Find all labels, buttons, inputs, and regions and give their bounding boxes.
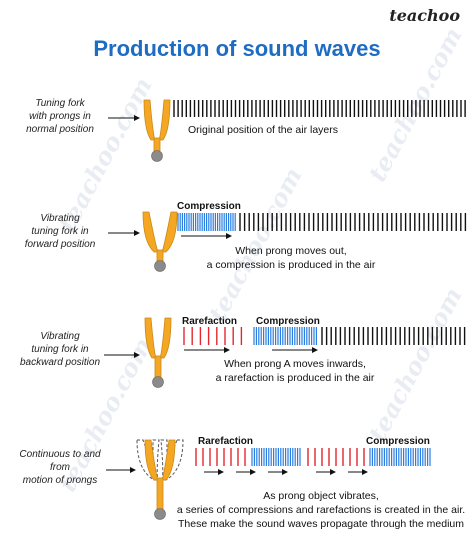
- side-label-line: from: [50, 462, 70, 473]
- side-label-line: Tuning fork: [35, 98, 85, 109]
- motion-arrow-head: [312, 347, 318, 353]
- side-label-line: motion of prongs: [22, 475, 98, 486]
- caption: As prong object vibrates, a series of co…: [176, 489, 466, 531]
- tuning-fork-ghost-prong: [136, 439, 159, 481]
- tuning-fork-base: [154, 508, 166, 520]
- brand-logo: teachoo: [389, 6, 460, 25]
- caption-line: a series of compressions and rarefaction…: [176, 504, 466, 516]
- tuning-fork-prong: [143, 99, 156, 141]
- motion-arrow-head: [362, 469, 368, 475]
- caption-line: a compression is produced in the air: [206, 259, 376, 271]
- tuning-fork-prong: [161, 439, 176, 481]
- tuning-fork-prong: [159, 317, 172, 359]
- tuning-fork-stem: [154, 355, 162, 379]
- side-label-line: tuning fork in: [31, 344, 89, 355]
- tuning-fork-stem: [156, 477, 164, 511]
- side-label-line: Vibrating: [40, 331, 80, 342]
- region-label-rarefaction: Rarefaction: [182, 316, 238, 327]
- tuning-fork-prong: [142, 211, 159, 253]
- side-label-line: forward position: [24, 239, 96, 250]
- tuning-fork-prong: [144, 317, 157, 359]
- side-label-line: Continuous to and: [19, 449, 101, 460]
- motion-arrow-head: [282, 469, 288, 475]
- motion-arrow-head: [250, 469, 256, 475]
- tuning-fork-base: [152, 376, 164, 388]
- tuning-fork-stem: [153, 137, 161, 153]
- side-label-line: with prongs in: [29, 111, 91, 122]
- motion-arrow-head: [330, 469, 336, 475]
- side-label: Tuning fork with prongs in normal positi…: [6, 97, 114, 136]
- side-label-line: tuning fork in: [31, 226, 89, 237]
- caption: When prong A moves inwards, a rarefactio…: [180, 357, 410, 385]
- region-label-rarefaction: Rarefaction: [198, 436, 254, 447]
- side-label-line: Vibrating: [40, 213, 80, 224]
- side-label: Vibrating tuning fork in forward positio…: [6, 212, 114, 251]
- tuning-fork-base: [151, 150, 163, 162]
- caption: When prong moves out, a compression is p…: [176, 244, 406, 272]
- tuning-fork-prong: [161, 211, 178, 253]
- side-label-line: backward position: [19, 357, 101, 368]
- caption-line: Original position of the air layers: [188, 124, 338, 136]
- tuning-fork-base: [154, 260, 166, 272]
- pointer-arrow-head: [134, 115, 140, 121]
- caption-line: As prong object vibrates,: [263, 490, 379, 502]
- caption: Original position of the air layers: [188, 123, 338, 137]
- motion-arrow-head: [218, 469, 224, 475]
- side-label: Continuous to and from motion of prongs: [6, 448, 114, 487]
- region-label-compression: Compression: [177, 201, 241, 212]
- caption-line: These make the sound waves propagate thr…: [177, 518, 464, 530]
- region-label-compression: Compression: [366, 436, 430, 447]
- side-label-line: normal position: [26, 124, 94, 135]
- caption-line: a rarefaction is produced in the air: [215, 372, 375, 384]
- page-title: Production of sound waves: [93, 36, 381, 61]
- caption-line: When prong A moves inwards,: [224, 358, 366, 370]
- tuning-fork-prong: [158, 99, 171, 141]
- pointer-arrow-head: [130, 467, 136, 473]
- side-label: Vibrating tuning fork in backward positi…: [6, 330, 114, 369]
- caption-line: When prong moves out,: [235, 245, 347, 257]
- pointer-arrow-head: [134, 230, 140, 236]
- motion-arrow-head: [224, 347, 230, 353]
- pointer-arrow-head: [134, 352, 140, 358]
- motion-arrow-head: [226, 233, 232, 239]
- region-label-compression: Compression: [256, 316, 320, 327]
